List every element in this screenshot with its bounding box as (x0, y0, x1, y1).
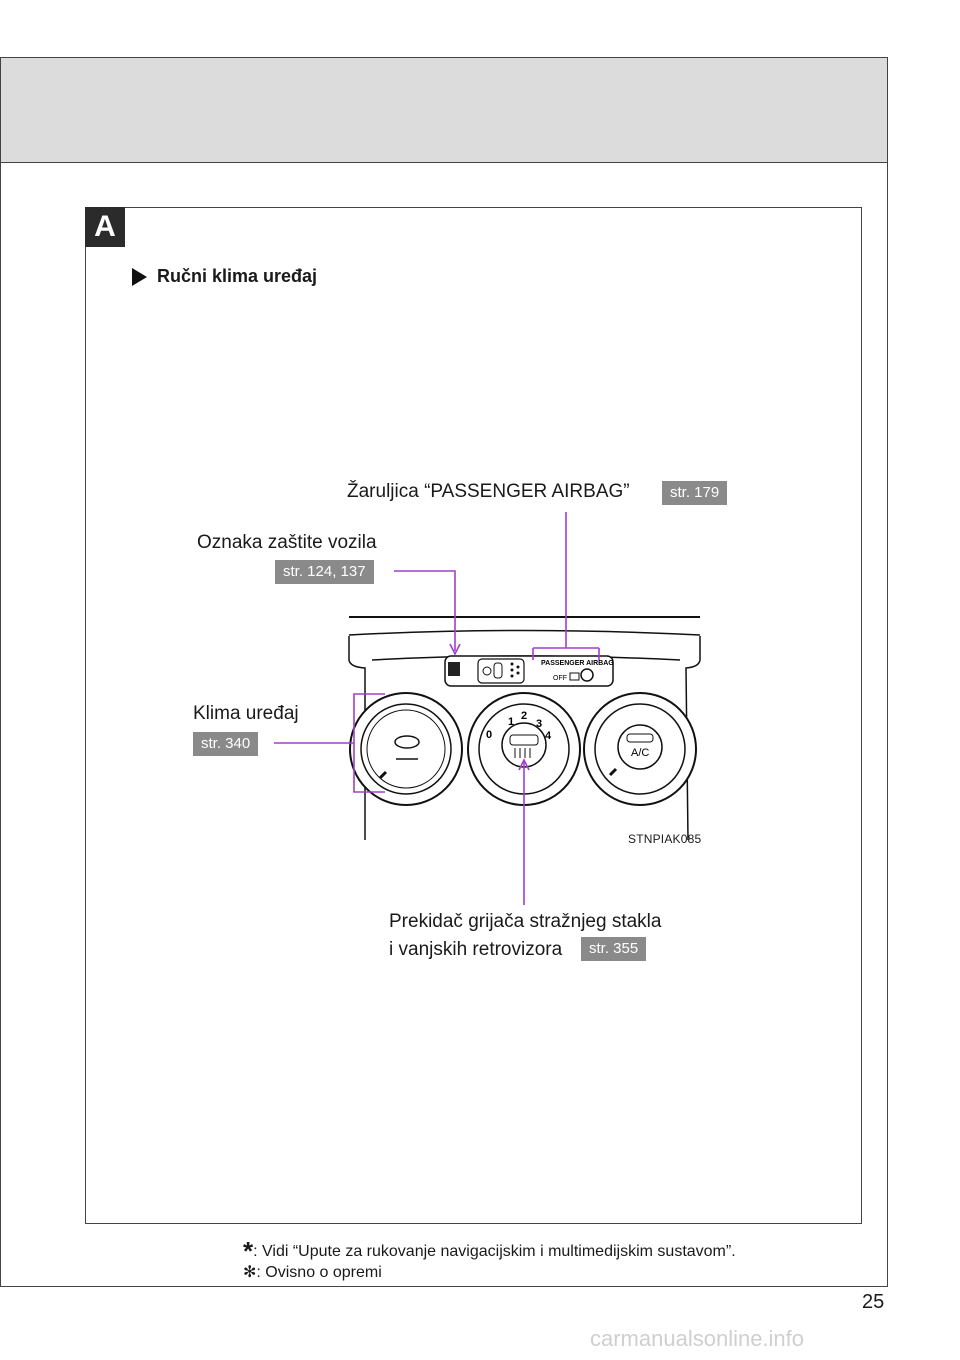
footnote-1-text: : Vidi “Upute za rukovanje navigacijskim… (253, 1243, 736, 1260)
rear-defogger-label-line2: i vanjskih retrovizora (389, 939, 563, 960)
asterisk-mark: * (243, 1236, 254, 1266)
page-number: 25 (862, 1291, 885, 1313)
footnote-1: *: Vidi “Upute za rukovanje navigacijski… (243, 1232, 736, 1266)
page-frame (0, 57, 888, 1287)
equipment-mark: ✻ (243, 1264, 257, 1281)
header-band (1, 58, 887, 163)
subheading: Ručni klima uređaj (132, 266, 317, 287)
subheading-text: Ručni klima uređaj (157, 266, 318, 286)
airbag-lamp-label: Žaruljica “PASSENGER AIRBAG” (347, 481, 630, 502)
air-conditioner-label: Klima uređaj (193, 703, 299, 724)
triangle-bullet-icon (132, 267, 147, 286)
airbag-lamp-ref[interactable]: str. 179 (662, 481, 728, 505)
rear-defogger-label-line1: Prekidač grijača stražnjeg stakla (389, 911, 662, 932)
vehicle-protection-label: Oznaka zaštite vozila (197, 532, 377, 553)
air-conditioner-ref[interactable]: str. 340 (193, 732, 259, 756)
footnote-2: ✻: Ovisno o opremi (243, 1262, 382, 1282)
figure-code: STNPIAK085 (628, 832, 702, 846)
watermark: carmanualsonline.info (590, 1326, 805, 1351)
rear-defogger-ref[interactable]: str. 355 (581, 937, 647, 961)
section-box (85, 207, 862, 1224)
section-letter: A (85, 207, 125, 247)
vehicle-protection-ref[interactable]: str. 124, 137 (275, 560, 374, 584)
footnote-2-text: : Ovisno o opremi (256, 1264, 382, 1281)
